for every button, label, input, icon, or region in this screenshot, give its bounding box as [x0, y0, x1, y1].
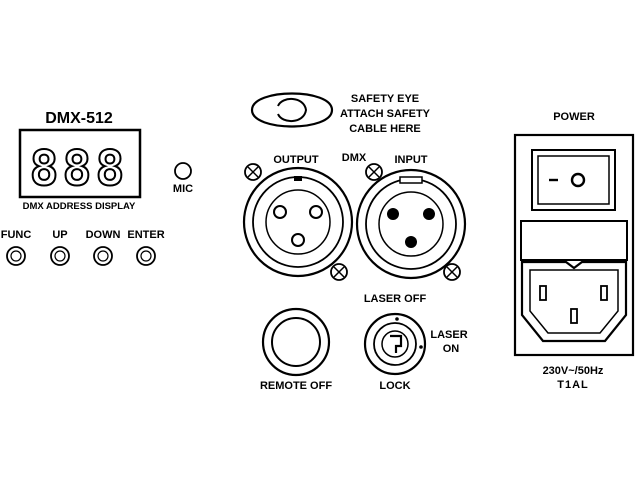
laser-on-label-line2: ON	[443, 343, 460, 355]
up-button[interactable]	[50, 246, 70, 266]
mic-hole-icon	[174, 162, 192, 180]
remote-jack-icon[interactable]	[261, 307, 331, 377]
safety-line-1: SAFETY EYE	[351, 93, 419, 105]
power-on-mark-icon	[570, 172, 586, 188]
input-screw-bottom-icon	[443, 263, 461, 281]
laser-off-label: LASER OFF	[364, 293, 427, 305]
down-label: DOWN	[86, 229, 121, 241]
display-caption: DMX ADDRESS DISPLAY	[23, 201, 136, 212]
fuse-rating: T1AL	[557, 379, 589, 391]
dmx-output-xlr-icon[interactable]	[242, 166, 354, 278]
up-label: UP	[52, 229, 67, 241]
dmx-label: DMX	[342, 152, 367, 164]
safety-line-3: CABLE HERE	[349, 123, 421, 135]
power-title: POWER	[553, 111, 595, 123]
power-rating: 230V~/50Hz	[543, 365, 604, 377]
mic-label: MIC	[173, 183, 193, 195]
iec-inlet-icon[interactable]	[520, 260, 628, 343]
lock-label: LOCK	[379, 380, 410, 392]
dmx-input-xlr-icon[interactable]	[355, 168, 467, 280]
down-button[interactable]	[93, 246, 113, 266]
key-switch-icon[interactable]	[363, 312, 427, 376]
remote-label: REMOTE OFF	[260, 380, 332, 392]
laser-on-label-line1: LASER	[430, 329, 467, 341]
input-label: INPUT	[395, 154, 428, 166]
input-screw-top-icon	[365, 163, 383, 181]
led-display-digits: 888	[30, 141, 129, 197]
enter-label: ENTER	[127, 229, 164, 241]
func-label: FUNC	[1, 229, 32, 241]
fuse-holder[interactable]	[520, 220, 628, 261]
output-screw-bottom-icon	[330, 263, 348, 281]
safety-eye	[250, 92, 334, 128]
power-switch[interactable]	[531, 149, 616, 211]
output-screw-top-icon	[244, 163, 262, 181]
enter-button[interactable]	[136, 246, 156, 266]
display-title: DMX-512	[45, 110, 113, 127]
safety-line-2: ATTACH SAFETY	[340, 108, 431, 120]
output-label: OUTPUT	[273, 154, 319, 166]
func-button[interactable]	[6, 246, 26, 266]
led-display-frame	[18, 128, 142, 199]
